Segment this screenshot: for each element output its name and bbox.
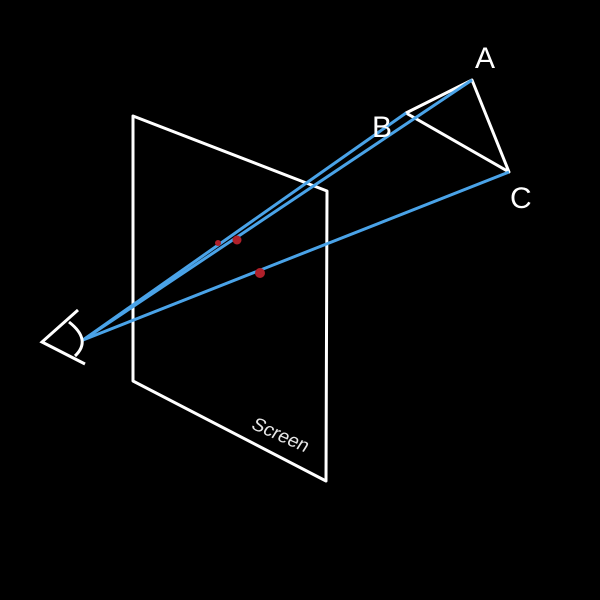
label-b: B <box>372 111 392 144</box>
projection-point-b <box>215 240 221 246</box>
triangle-abc <box>404 78 511 174</box>
screen-plane <box>131 114 329 483</box>
label-c: C <box>510 182 532 215</box>
label-a: A <box>475 42 495 75</box>
ray-to-c <box>82 170 510 342</box>
projection-point-c <box>255 268 265 278</box>
projection-point-a <box>232 235 242 245</box>
ray-to-a <box>82 78 473 342</box>
eye-icon <box>39 308 86 366</box>
screen-label: Screen <box>247 414 313 456</box>
ray-to-b <box>82 111 407 342</box>
